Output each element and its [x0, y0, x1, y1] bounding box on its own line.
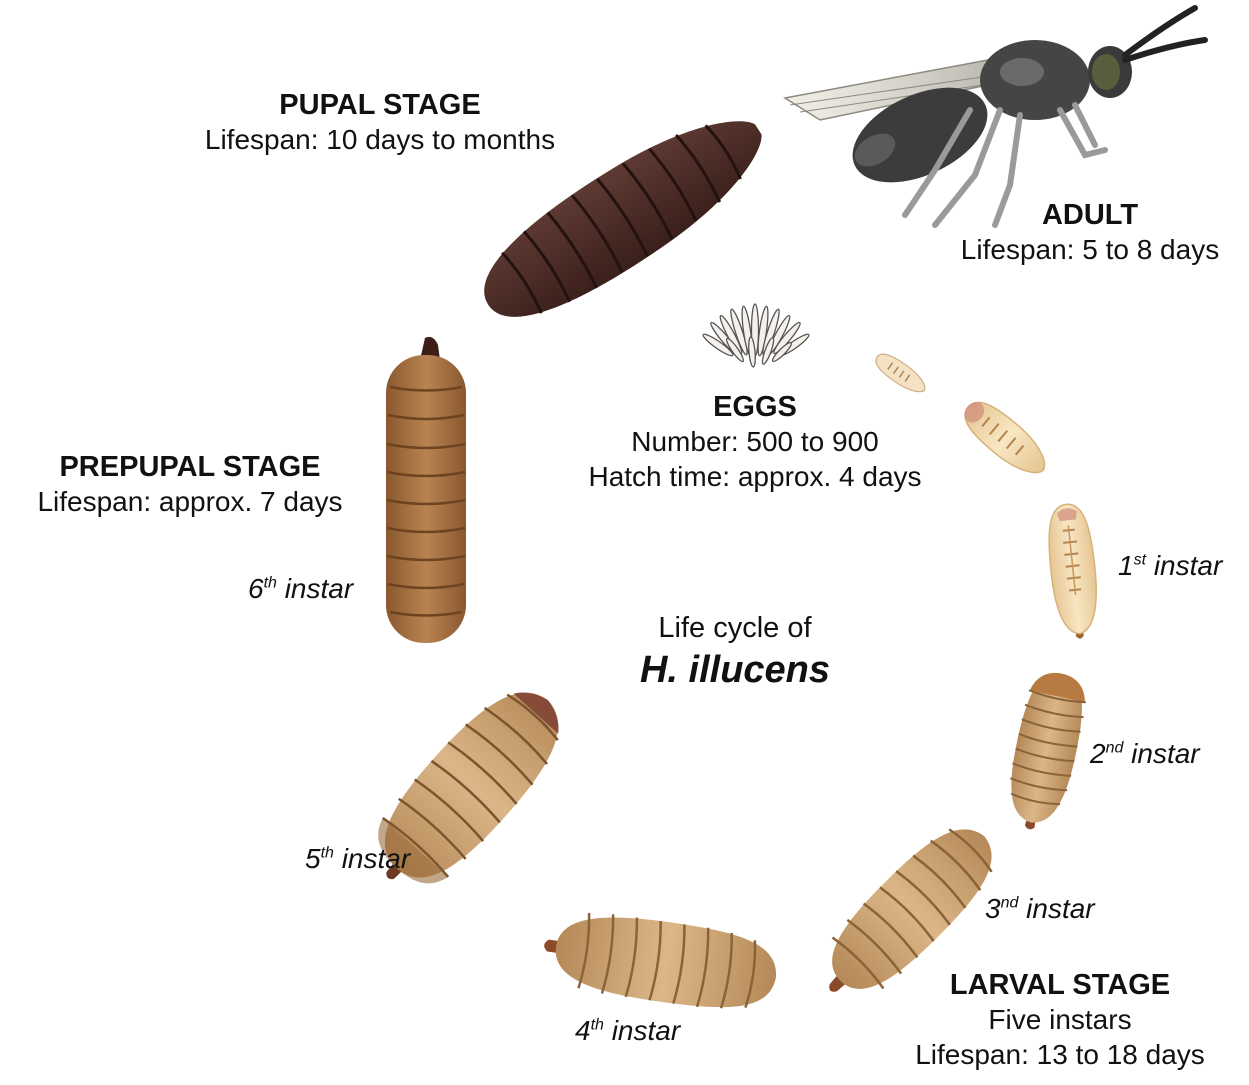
adult-stage-label: ADULT Lifespan: 5 to 8 days — [940, 198, 1240, 268]
diagram-title: Life cycle of H. illucens — [580, 612, 890, 692]
instar-label-6: 6th instar — [248, 573, 353, 605]
eggs-hatch-time: Hatch time: approx. 4 days — [545, 460, 965, 494]
adult-fly-illustration — [785, 8, 1205, 225]
pupal-stage-title: PUPAL STAGE — [170, 88, 590, 123]
pupal-stage-lifespan: Lifespan: 10 days to months — [170, 123, 590, 157]
instar-label-5: 5th instar — [305, 843, 410, 875]
hatchling-larva-illustration — [956, 393, 1055, 484]
pupal-stage-label: PUPAL STAGE Lifespan: 10 days to months — [170, 88, 590, 158]
eggs-label: EGGS Number: 500 to 900 Hatch time: appr… — [545, 390, 965, 494]
larval-stage-label: LARVAL STAGE Five instars Lifespan: 13 t… — [880, 968, 1240, 1072]
larval-stage-instars: Five instars — [880, 1003, 1240, 1037]
instar-label-4: 4th instar — [575, 1015, 680, 1047]
prepupal-stage-lifespan: Lifespan: approx. 7 days — [5, 485, 375, 519]
larval-stage-lifespan: Lifespan: 13 to 18 days — [880, 1038, 1240, 1072]
egg-cluster-illustration — [701, 304, 811, 367]
instar-label-3: 3nd instar — [985, 893, 1095, 925]
adult-stage-lifespan: Lifespan: 5 to 8 days — [940, 233, 1240, 267]
instar-label-2: 2nd instar — [1090, 738, 1200, 770]
prepupal-stage-label: PREPUPAL STAGE Lifespan: approx. 7 days — [5, 450, 375, 520]
diagram-title-line1: Life cycle of — [580, 612, 890, 645]
eggs-number: Number: 500 to 900 — [545, 425, 965, 459]
adult-stage-title: ADULT — [940, 198, 1240, 233]
larval-stage-title: LARVAL STAGE — [880, 968, 1240, 1003]
prepupa-illustration — [386, 337, 466, 643]
fourth-instar-illustration — [539, 905, 782, 1017]
instar-label-1: 1st instar — [1118, 550, 1222, 582]
eggs-title: EGGS — [545, 390, 965, 425]
prepupal-stage-title: PREPUPAL STAGE — [5, 450, 375, 485]
first-instar-illustration — [1044, 502, 1102, 641]
diagram-title-species: H. illucens — [580, 649, 890, 692]
second-instar-illustration — [1000, 667, 1092, 835]
